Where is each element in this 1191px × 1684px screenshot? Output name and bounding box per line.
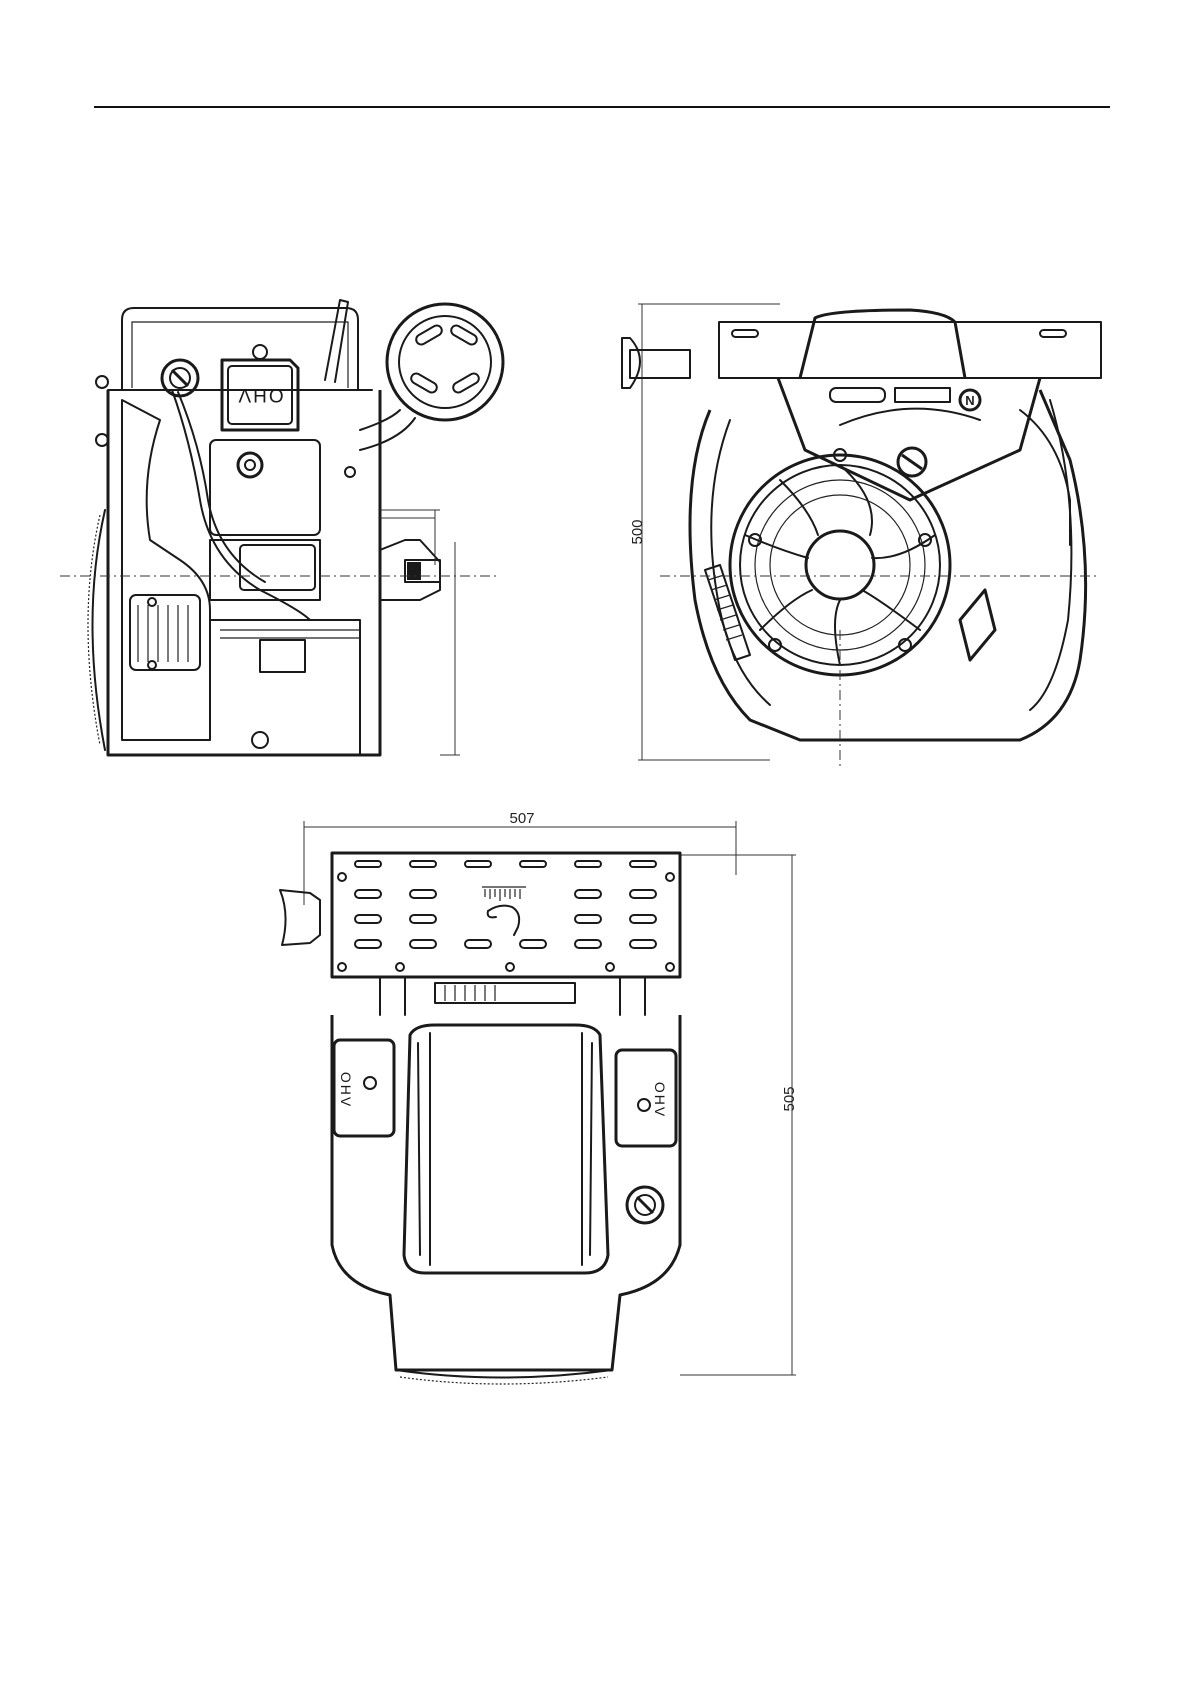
engine-top-drawing: 507 505: [260, 815, 820, 1395]
hand-logo-icon: [482, 887, 526, 935]
left-head-label: OHV: [338, 1072, 354, 1108]
engine-front-drawing: OHV: [60, 300, 500, 770]
plate-bolts: [338, 873, 674, 971]
right-head-label: OHV: [652, 1082, 668, 1118]
plate-slots: [355, 861, 656, 948]
header-rule: [94, 106, 1110, 108]
engine-side-drawing: 500 N: [600, 300, 1100, 780]
engine-side-view: 500 N: [600, 300, 1100, 780]
engine-top-view: 507 505: [260, 815, 820, 1395]
depth-dimension-label: 505: [781, 1086, 798, 1111]
width-dimension-label: 507: [509, 810, 534, 827]
badge-letter: N: [965, 393, 974, 408]
engine-front-view: OHV: [60, 300, 500, 770]
ohv-label: OHV: [236, 384, 283, 405]
height-dimension-label: 500: [629, 519, 646, 544]
